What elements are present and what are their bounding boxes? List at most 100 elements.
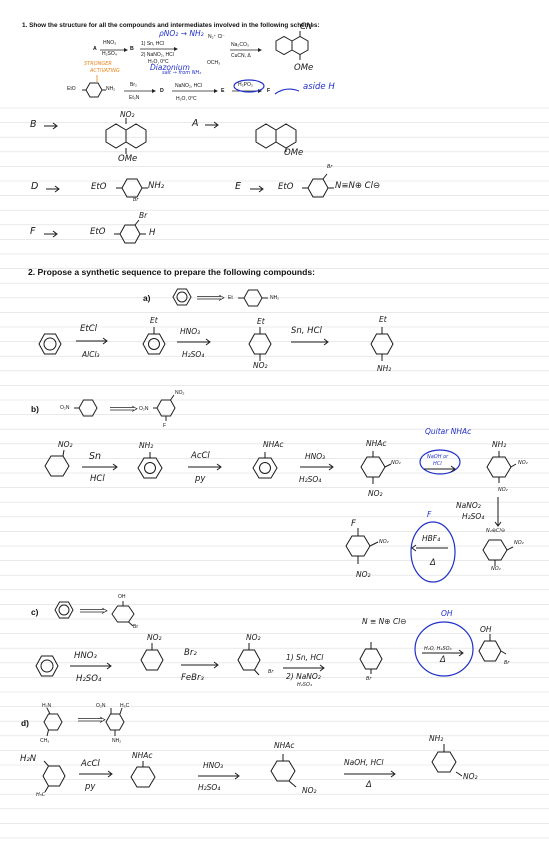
arrow-a-b [100,48,128,52]
hw-b-no2: NO₂ [120,110,135,119]
reagent-h2o-0c-2: H₂O, 0°C [176,96,197,102]
product-ome: OMe [294,63,314,73]
hw-d-py: py [85,782,96,792]
hw-b-fluoro-product [345,528,379,564]
target-b-f: F [163,423,167,429]
hw-structure-b [105,118,147,154]
hw-c-arrow-2 [181,661,219,669]
start-b-ring [74,399,98,417]
hw-d-h2so4: H₂SO₄ [198,783,221,792]
target-b-no2: NO₂ [175,390,185,396]
hw-b-diazonium: N₂⊕Cl⊖ [486,528,506,534]
hw-arrow-d [46,185,60,193]
note-salt-from-nh2: salt → from NH₂ [162,70,202,76]
hw-c-no2-2: NO₂ [246,633,261,642]
cn-label: CN [300,22,313,32]
hw-b-naoh-circle [419,449,461,475]
note-arrow-h [274,88,300,95]
hw-arrow-f [44,230,58,238]
hw-a-arrow-3 [291,338,329,346]
hw-structure-d [116,178,148,198]
hw-d-naoh: NaOH, HCl [344,758,384,767]
hw-c-br2: Br₂ [184,648,197,658]
label-d: D [160,88,164,94]
hw-d-nitroacetamide [270,754,297,788]
h3po2-circle [233,79,265,93]
hw-d-product [431,744,463,777]
hw-e-br: Br [327,164,333,170]
hw-b-nano2: NaNO₂ [456,501,481,510]
label-e: E [221,88,225,94]
target-d-h3c: H₃C [120,703,130,709]
hw-label-e: E [235,181,242,192]
hw-b-arrow-3 [300,463,334,471]
hw-a-benzene [38,333,62,355]
hw-c-oh-prod: OH [480,625,492,634]
retro-arrow-c [80,607,108,614]
hw-b-note-quitar: Quitar NHAc [425,427,472,436]
target-b-ring [153,394,176,421]
hw-a-hno3: HNO₃ [180,327,201,336]
hw-b-acetanilide [252,452,278,479]
hw-d-toluidine [42,760,66,793]
hw-d-nh2: NH₂ [429,734,444,743]
hw-b-ome: OMe [118,154,138,164]
part-a-label: a) [143,293,151,303]
target-c-br: Br [133,624,138,630]
hw-b-no2-8: NO₂ [379,539,389,545]
hw-structure-e [302,173,334,198]
hw-b-dinitroacetanilide [360,451,392,484]
hw-b-nh2-1: NH₂ [139,441,154,450]
hw-a-product [370,327,394,361]
reagent-cucn: CuCN, Δ [231,53,251,59]
note-aside-h: aside H [303,82,335,92]
benzene-start-c [54,601,74,619]
hw-d-delta: Δ [366,780,372,790]
diazonium-chloride: N₂⁺ Cl⁻ [208,34,225,40]
hw-a-no2: NO₂ [253,361,268,370]
hw-b-delta: Δ [430,558,436,568]
hw-b-h2so4-2: H₂SO₄ [462,512,485,521]
arrow-b-c [140,47,178,51]
hw-a-arrow-1 [76,337,108,345]
hw-d-eto: EtO [91,182,107,192]
hw-d-arrow-3 [344,770,396,778]
reagent-et3n: Et₃N [129,95,140,101]
hw-c-h2o-circle [414,621,474,677]
hw-c-oh-circle-label: OH [441,609,453,618]
hw-c-br-prod: Br [504,660,510,666]
hw-a-h2so4: H₂SO₄ [182,350,205,359]
hw-b-py: py [195,474,206,484]
note-stronger: STRONGER [84,61,112,67]
hw-b-no2-4: NO₂ [518,460,528,466]
hw-d-no2-1: NO₂ [302,786,317,795]
note-activating: ACTIVATING [90,68,120,74]
hw-b-nh2-2: NH₂ [492,440,507,449]
target-c-ring [111,601,135,627]
retro-arrow-b [110,405,138,412]
arrow-c-product [230,48,262,52]
hw-c-febr3: FeBr₃ [181,673,204,683]
hw-d-h2n: H₂N [20,754,37,764]
hw-c-benzene [35,655,59,677]
hw-a-nitroethylbenzene [248,327,272,361]
note-diazonium: Diazonium [150,63,190,72]
target-a-nh2: NH₂ [270,295,280,301]
hw-d-nhac-2: NHAc [274,741,295,750]
hw-a-arrow-2 [177,338,211,346]
retro-arrow-d [78,716,106,723]
part-c-label: c) [31,607,39,617]
hw-b-naoh: NaOH or [427,454,449,460]
arrow-to-d [124,89,156,93]
start-d-ring [43,707,63,737]
hw-d-hno3: HNO₃ [203,761,224,770]
hw-b-no2-3: NO₂ [368,489,383,498]
hw-f-h: H [149,228,156,238]
hw-label-f: F [30,226,36,237]
naphthalene-cn-product [275,31,309,60]
hw-d-nhac-1: NHAc [132,751,153,760]
hw-arrow-e [250,185,264,193]
target-a-et: Et [228,295,233,301]
start-b-o2n: O₂N [60,405,70,411]
